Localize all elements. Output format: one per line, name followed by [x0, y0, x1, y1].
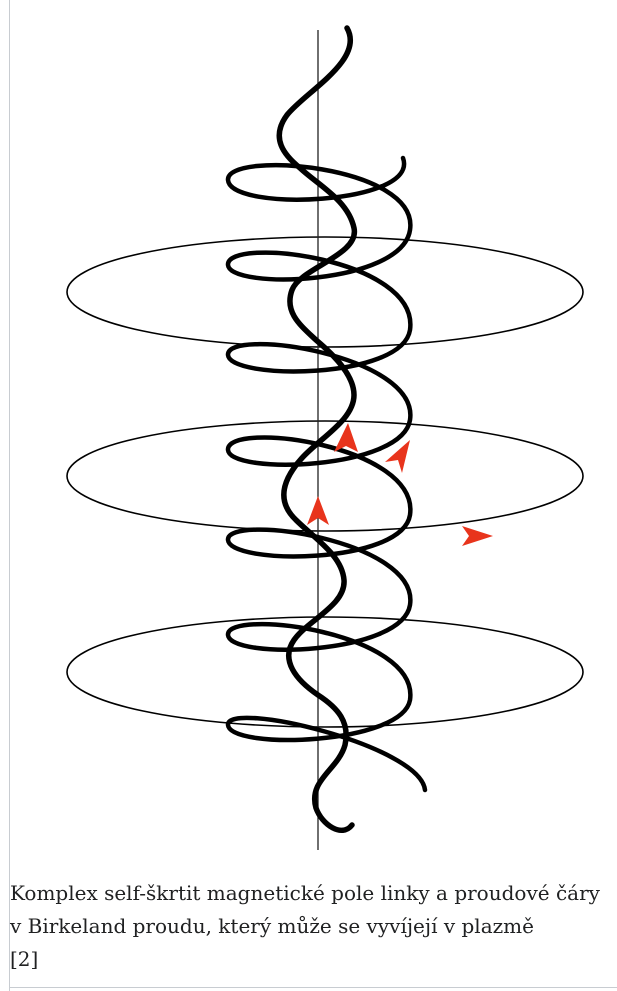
- figure-border-bottom: [9, 987, 617, 988]
- reference-link[interactable]: [2]: [10, 947, 38, 971]
- caption-text: Komplex self-škrtit magnetické pole link…: [10, 881, 600, 938]
- birkeland-current-diagram: [0, 0, 617, 870]
- arrow-field-ring: [462, 526, 493, 546]
- inner-helix: [279, 28, 354, 830]
- ellipse-top: [67, 237, 583, 347]
- figure-caption: Komplex self-škrtit magnetické pole link…: [10, 877, 610, 976]
- outer-helix: [228, 158, 425, 790]
